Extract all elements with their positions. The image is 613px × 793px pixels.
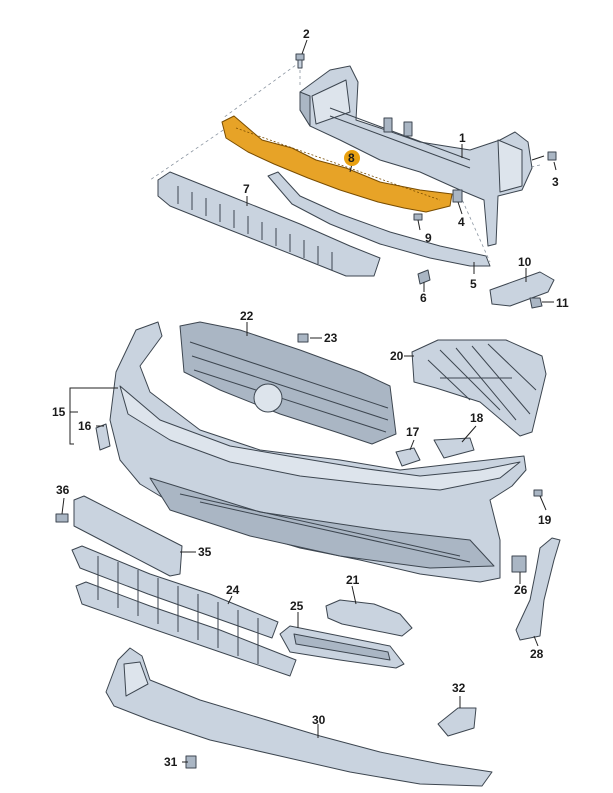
label-8-highlight (344, 150, 360, 166)
label-30: 30 (312, 713, 326, 727)
leader-lines (61, 39, 557, 763)
part-32-small-bracket (437, 707, 477, 737)
part-20-side-bracket (411, 339, 547, 437)
label-15: 15 (52, 405, 66, 419)
part-7-impact-absorber (157, 171, 381, 277)
label-16: 16 (78, 419, 92, 433)
part-15-bumper-cover (109, 321, 527, 583)
part-23-screw (297, 333, 309, 343)
label-25: 25 (290, 599, 304, 613)
label-5: 5 (470, 277, 477, 291)
part-35-plate-holder (73, 495, 183, 577)
part-36-fastener (55, 513, 69, 523)
label-36: 36 (56, 483, 70, 497)
label-10: 10 (518, 255, 532, 269)
callout-labels: 2 1 3 4 9 8 7 5 6 10 11 22 23 20 15 16 1… (52, 27, 569, 769)
label-20: 20 (390, 349, 404, 363)
label-9: 9 (425, 231, 432, 245)
label-31: 31 (164, 755, 178, 769)
label-6: 6 (420, 291, 427, 305)
part-8-energy-absorber (221, 115, 453, 213)
part-3-bolt (531, 151, 557, 161)
part-16-cap (95, 423, 111, 451)
label-1: 1 (459, 131, 466, 145)
label-8: 8 (348, 151, 355, 165)
part-24-lower-grille (71, 545, 297, 677)
label-28: 28 (530, 647, 544, 661)
part-5-guide-strip (267, 171, 491, 267)
part-17-cover (395, 447, 421, 467)
part-25-trim (279, 625, 405, 669)
part-30-spoiler (105, 647, 493, 787)
label-22: 22 (240, 309, 254, 323)
label-26: 26 (514, 583, 528, 597)
label-23: 23 (324, 331, 338, 345)
part-11-nut (529, 297, 543, 309)
part-4-clip (452, 189, 463, 203)
label-4: 4 (458, 215, 465, 229)
label-35: 35 (198, 545, 212, 559)
part-19-screw (533, 489, 543, 497)
label-11: 11 (556, 296, 569, 310)
label-18: 18 (470, 411, 484, 425)
part-28-side-trim (515, 537, 561, 641)
part-18-washer-nozzle (433, 437, 475, 459)
label-24: 24 (226, 583, 240, 597)
label-3: 3 (552, 175, 559, 189)
part-10-bracket (489, 271, 555, 307)
label-19: 19 (538, 513, 552, 527)
label-32: 32 (452, 681, 466, 695)
part-9-screw (413, 213, 423, 221)
part-26-bracket (511, 555, 527, 573)
part-2-bolt (295, 53, 305, 69)
part-21-fog-lamp-bracket (325, 599, 413, 637)
label-21: 21 (346, 573, 360, 587)
label-7: 7 (243, 182, 250, 196)
part-1-cross-member (299, 65, 533, 247)
label-2: 2 (303, 27, 310, 41)
part-6-screw (417, 269, 431, 285)
label-17: 17 (406, 425, 420, 439)
